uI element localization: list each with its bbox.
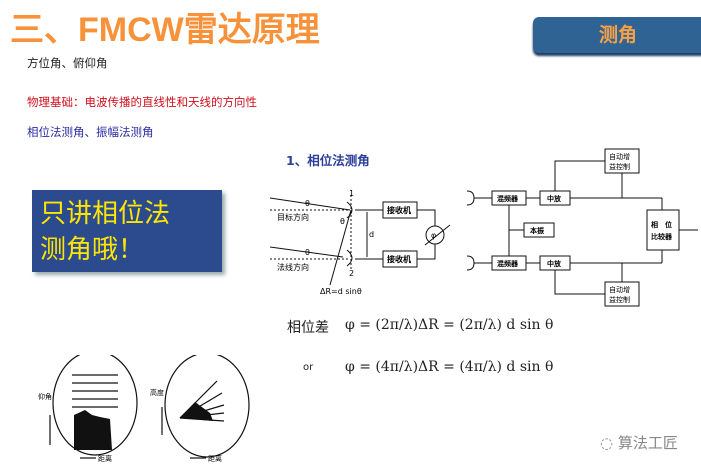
formula-1: φ = (2π/λ)ΔR = (2π/λ) d sin θ: [345, 317, 554, 333]
mixer-1: 混频器: [497, 194, 519, 203]
phase-comparator-line-1: 相 位: [651, 220, 672, 229]
agc-1-line-1: 自动增: [609, 152, 630, 161]
callout-box: 只讲相位法 测角哦！: [32, 190, 222, 272]
agc-2-line-2: 益控制: [609, 295, 630, 304]
antenna-2-label: 2: [349, 269, 354, 278]
formula-2: φ = (4π/λ)ΔR = (4π/λ) d sin θ: [345, 359, 554, 375]
phase-difference-label: 相位差: [287, 320, 329, 336]
topic-badge: 测角: [533, 17, 701, 53]
angle-types-text: 方位角、俯仰角: [27, 56, 108, 70]
phase-comparator-line-2: 比较器: [651, 232, 673, 241]
physics-basis-text: 物理基础：电波传播的直线性和天线的方向性: [27, 95, 257, 109]
spacing-label: d: [369, 230, 374, 239]
theta-label-2: θ: [305, 248, 310, 257]
height-axis-label: 高度: [150, 388, 164, 397]
theta-label-3: θ: [340, 217, 345, 226]
target-direction-label: 目标方向: [277, 212, 309, 222]
agc-2-line-1: 自动增: [609, 285, 630, 294]
phase-geometry-diagram: θ θ θ 1 2 d 目标方向 法线方向 接收机 接收机 φ ΔR=d sin…: [269, 190, 451, 296]
receiver-2: 接收机: [387, 254, 411, 264]
slide-title: 三、FMCW雷达原理: [10, 11, 320, 49]
or-label: or: [303, 362, 314, 373]
distance-axis-label-2: 距离: [208, 454, 222, 463]
receiver-1: 接收机: [387, 205, 411, 215]
agc-1-line-2: 益控制: [609, 162, 630, 171]
elevation-axis-label: 仰角: [38, 392, 52, 401]
callout-line-2: 测角哦！: [40, 235, 145, 265]
distance-axis-label-1: 距离: [98, 454, 112, 463]
terrain-echo-2: [180, 402, 213, 421]
path-difference-label: ΔR=d sinθ: [320, 287, 362, 296]
if-amp-1: 中放: [547, 194, 562, 203]
section-title: 1、相位法测角: [286, 153, 370, 168]
methods-text: 相位法测角、振幅法测角: [27, 125, 154, 139]
antenna-1-label: 1: [349, 190, 354, 198]
terrain-echo: [74, 410, 112, 450]
local-oscillator: 本振: [529, 226, 544, 235]
watermark: ◌ 算法工匠: [600, 432, 678, 453]
mixer-2: 混频器: [497, 259, 519, 268]
phase-meter-label: φ: [431, 231, 436, 240]
callout-line-1: 只讲相位法: [40, 199, 171, 229]
phase-comparator-block-diagram: 混频器 混频器 中放 中放 本振 自动增 益控制 自动增 益控制 相 位 比较器: [466, 148, 698, 307]
watermark-text: 算法工匠: [617, 434, 678, 452]
theta-label-1: θ: [305, 199, 310, 208]
wechat-icon: ◌: [600, 434, 618, 452]
if-amp-2: 中放: [547, 259, 562, 268]
normal-direction-label: 法线方向: [277, 262, 309, 272]
radar-scope-displays: 仰角 距离 高度 距离: [38, 355, 250, 463]
